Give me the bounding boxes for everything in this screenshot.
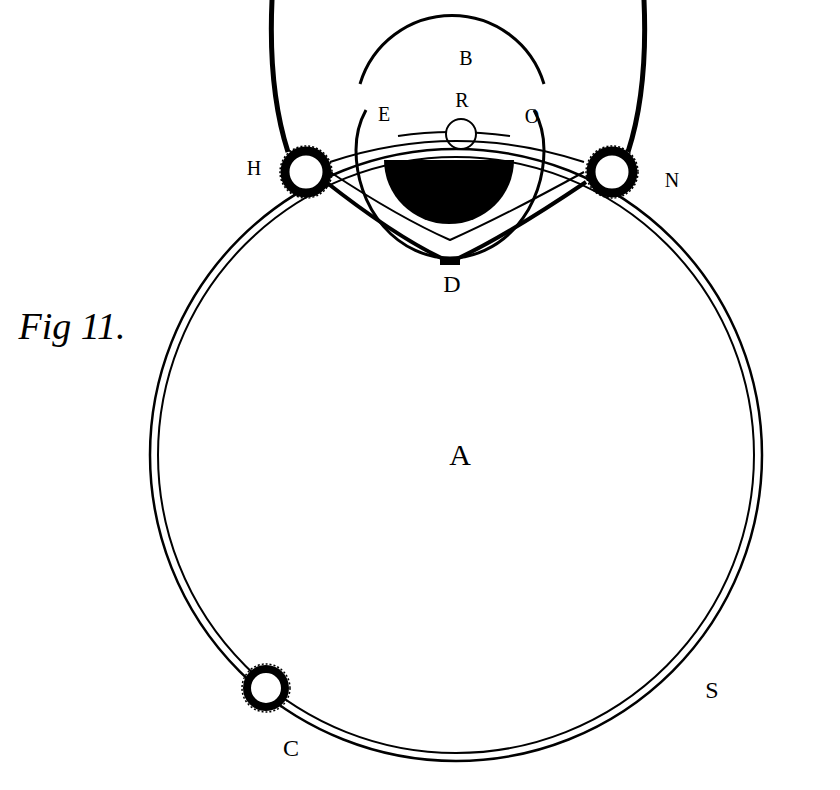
letter-label: D [443, 272, 460, 296]
letter-label: O [525, 106, 539, 126]
planet-n [591, 151, 633, 193]
letter-label: R [455, 90, 468, 110]
planet-h [285, 151, 327, 193]
letter-label: A [449, 440, 471, 470]
planet-c [247, 669, 285, 707]
letter-label: S [705, 678, 718, 702]
planet-h-fuzz [280, 146, 332, 198]
dark-half [384, 160, 514, 224]
inner-orbit [158, 157, 754, 753]
inner-circle [356, 150, 544, 258]
stream-left [271, 0, 288, 152]
vortex-bands [271, 0, 644, 262]
planet-n-fuzz [586, 146, 638, 198]
moon-r [446, 119, 476, 149]
letter-label: B [459, 48, 472, 68]
letter-label: C [283, 736, 299, 760]
stream-right [628, 0, 645, 152]
inner-circle-left [356, 110, 366, 150]
band-upper [330, 141, 584, 162]
letter-label: H [247, 158, 261, 178]
outer-orbit [150, 149, 762, 761]
letter-label: E [378, 104, 390, 124]
main-vortex [150, 149, 762, 761]
planet-c-fuzz [242, 664, 290, 712]
d-point [440, 259, 460, 265]
outer-arc-b [360, 15, 544, 84]
figure-number: Fig 11. [19, 307, 126, 345]
letter-label: N [665, 170, 679, 190]
planets [242, 146, 638, 712]
band-mid [330, 172, 584, 240]
small-vortex [356, 15, 544, 258]
